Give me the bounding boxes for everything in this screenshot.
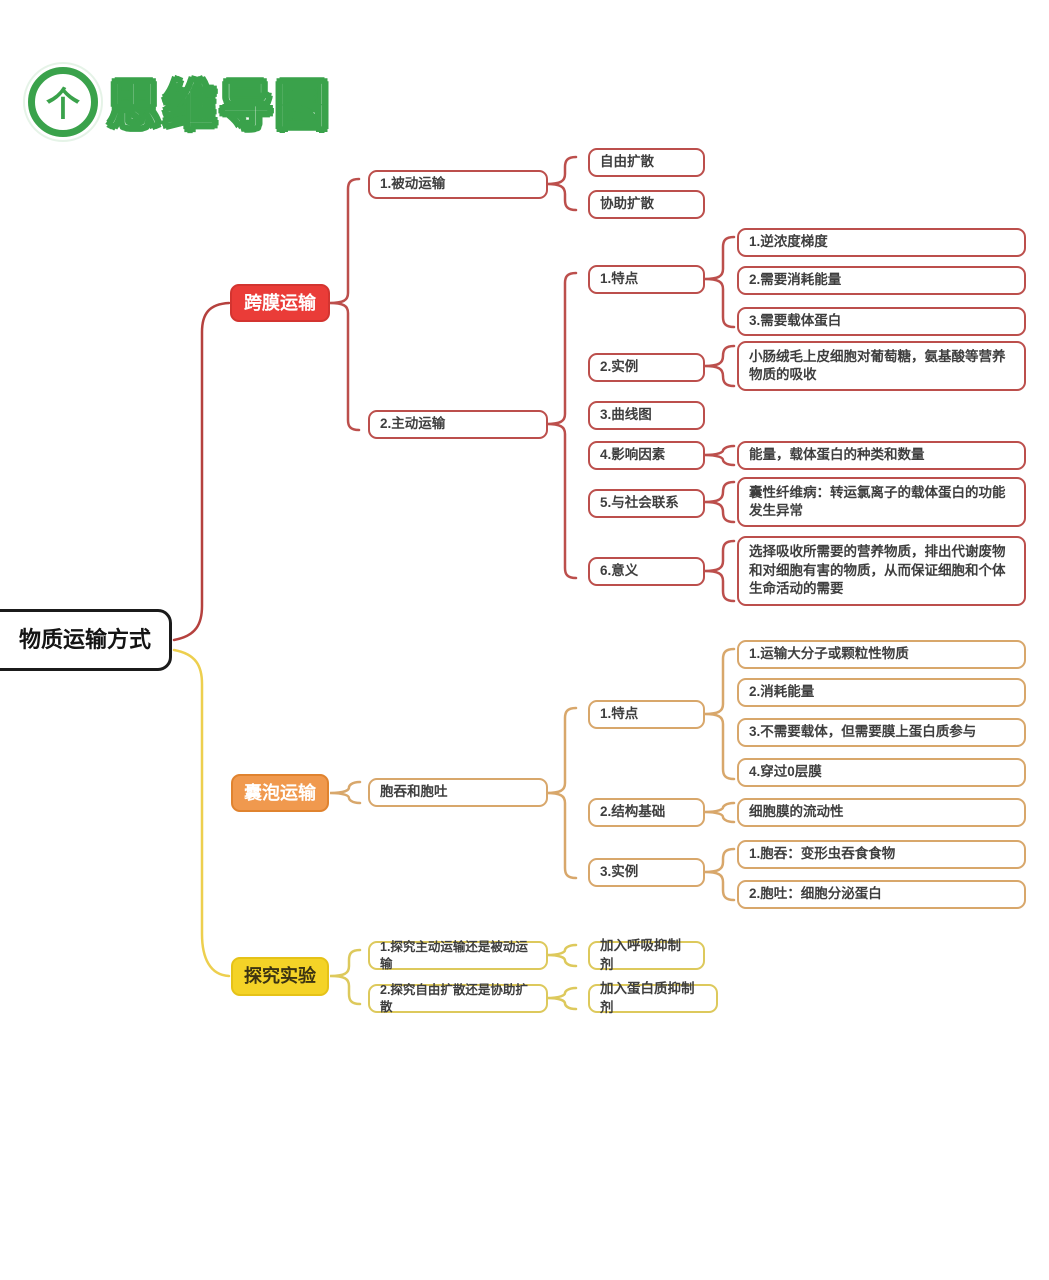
brace-orange [703,847,736,902]
node-free-diffusion[interactable]: 自由扩散 [588,148,705,177]
node-factors-detail[interactable]: 能量，载体蛋白的种类和数量 [737,441,1026,470]
brace-orange [703,647,736,781]
brace-yellow [545,986,578,1011]
node-cystic-fibrosis[interactable]: 囊性纤维病：转运氯离子的载体蛋白的功能发生异常 [737,477,1026,527]
node-no-carrier-needed[interactable]: 3.不需要载体，但需要膜上蛋白质参与 [737,718,1026,747]
brace-red [328,177,361,432]
node-endocytosis-exocytosis[interactable]: 胞吞和胞吐 [368,778,548,807]
node-active-example[interactable]: 2.实例 [588,353,705,382]
brace-red [545,155,578,212]
node-experiment-active-vs-passive[interactable]: 1.探究主动运输还是被动运输 [368,940,548,971]
node-protein-inhibitor[interactable]: 加入蛋白质抑制剂 [588,981,718,1015]
node-influence-factors[interactable]: 4.影响因素 [588,441,705,470]
node-active-transport[interactable]: 2.主动运输 [368,410,548,439]
node-consumes-energy[interactable]: 2.消耗能量 [737,678,1026,707]
node-needs-carrier-protein[interactable]: 3.需要载体蛋白 [737,307,1026,336]
node-social-connection[interactable]: 5.与社会联系 [588,489,705,518]
brace-orange [329,780,362,805]
brace-orange [545,706,578,880]
brace-red [703,480,736,524]
node-active-features[interactable]: 1.特点 [588,265,705,294]
branch-exploration-experiment[interactable]: 探究实验 [231,957,329,996]
logo: 个 思维导图 [28,64,332,139]
node-macromolecule-transport[interactable]: 1.运输大分子或颗粒性物质 [737,640,1026,669]
root-line-red [172,301,231,642]
node-vesicle-example[interactable]: 3.实例 [588,858,705,887]
logo-circle-icon: 个 [28,66,98,137]
logo-text: 思维导图 [107,77,333,137]
node-needs-energy[interactable]: 2.需要消耗能量 [737,266,1026,295]
node-membrane-fluidity[interactable]: 细胞膜的流动性 [737,798,1026,827]
node-structural-basis[interactable]: 2.结构基础 [588,798,705,827]
brace-orange [703,801,736,824]
brace-red [703,344,736,388]
root-line-yellow [172,648,231,978]
node-respiration-inhibitor[interactable]: 加入呼吸抑制剂 [588,938,705,972]
node-against-gradient[interactable]: 1.逆浓度梯度 [737,228,1026,257]
node-facilitated-diffusion[interactable]: 协助扩散 [588,190,705,219]
brace-red [703,235,736,329]
root-node-material-transport[interactable]: 物质运输方式 [0,609,172,671]
node-meaning-detail[interactable]: 选择吸收所需要的营养物质，排出代谢废物和对细胞有害的物质，从而保证细胞和个体生命… [737,536,1026,606]
node-intestine-absorption-example[interactable]: 小肠绒毛上皮细胞对葡萄糖，氨基酸等营养物质的吸收 [737,341,1026,391]
node-experiment-free-vs-facilitated[interactable]: 2.探究自由扩散还是协助扩散 [368,983,548,1014]
brace-red [545,271,578,580]
node-curve-graph[interactable]: 3.曲线图 [588,401,705,430]
brace-yellow [545,943,578,968]
node-passive-transport[interactable]: 1.被动运输 [368,170,548,199]
node-exocytosis-example[interactable]: 2.胞吐：细胞分泌蛋白 [737,880,1026,909]
branch-transmembrane-transport[interactable]: 跨膜运输 [230,284,330,322]
brace-red [703,539,736,603]
brace-yellow [329,948,362,1006]
node-vesicle-features[interactable]: 1.特点 [588,700,705,729]
node-endocytosis-example[interactable]: 1.胞吞：变形虫吞食食物 [737,840,1026,869]
node-zero-membrane-layers[interactable]: 4.穿过0层膜 [737,758,1026,787]
branch-vesicle-transport[interactable]: 囊泡运输 [231,774,329,812]
brace-red [703,444,736,467]
node-meaning[interactable]: 6.意义 [588,557,705,586]
